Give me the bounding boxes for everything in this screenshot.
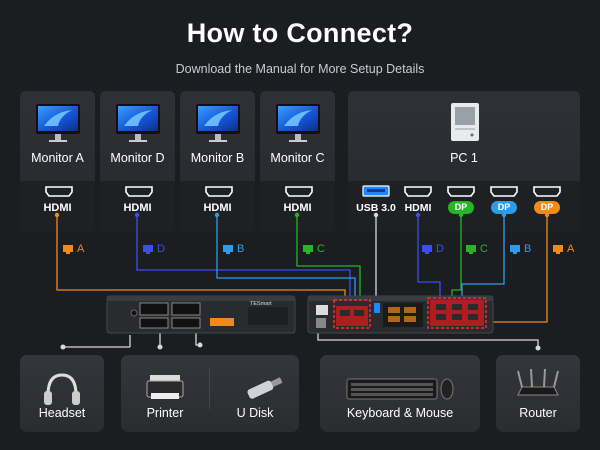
monitor-b-port-label: HDMI xyxy=(203,202,232,214)
router-label: Router xyxy=(519,406,557,420)
printer-icon xyxy=(146,367,210,409)
usb-disk-icon xyxy=(247,377,283,399)
wire-tag-a: A xyxy=(77,243,85,255)
keyboard-mouse-card: Keyboard & Mouse xyxy=(320,355,480,432)
pc-dp-c-port-label: DP xyxy=(448,201,474,214)
udisk-label: U Disk xyxy=(236,406,274,420)
monitor-d-port-label: HDMI xyxy=(123,202,152,214)
pc-wire-tag-d: D xyxy=(436,243,444,255)
keyboard-mouse-label: Keyboard & Mouse xyxy=(346,406,454,420)
wire-tag-b: B xyxy=(237,243,245,255)
headset-card: Headset xyxy=(20,355,104,432)
router-card: Router xyxy=(496,355,580,432)
printer-label: Printer xyxy=(146,406,184,420)
headset-label: Headset xyxy=(38,406,86,420)
monitor-tag-icon xyxy=(63,245,563,254)
kvm-switch-rear xyxy=(307,295,494,334)
pc-wire-tag-b: B xyxy=(524,243,532,255)
monitor-icon xyxy=(276,104,320,142)
pc-tower-icon xyxy=(451,103,479,141)
monitor-c-card xyxy=(260,91,335,232)
page-subtitle: Download the Manual for More Setup Detai… xyxy=(175,62,425,76)
wire-tag-c: C xyxy=(317,243,325,255)
monitor-d-label: Monitor D xyxy=(110,151,165,165)
kvm-brand-label: TESmart xyxy=(250,301,272,307)
monitor-a-label: Monitor A xyxy=(31,151,84,165)
printer-udisk-card: Printer U Disk xyxy=(121,355,299,432)
headset-icon xyxy=(44,373,80,405)
router-icon xyxy=(517,368,559,396)
pc-dp-a-port-label: DP xyxy=(534,201,560,214)
monitor-c-label: Monitor C xyxy=(270,151,325,165)
pc-wire-tag-a: A xyxy=(567,243,575,255)
monitor-a-port-label: HDMI xyxy=(43,202,72,214)
pc-hdmi-port-label: HDMI xyxy=(404,202,432,214)
monitor-b-label: Monitor B xyxy=(190,151,245,165)
keyboard-mouse-icon xyxy=(346,378,454,400)
pc-dp-b-port-label: DP xyxy=(491,201,517,214)
kvm-switch-front xyxy=(106,295,296,334)
hdmi-port-icon xyxy=(45,186,561,197)
monitor-icon xyxy=(36,104,80,142)
pc-wire-tag-c: C xyxy=(480,243,488,255)
usb3-port-icon xyxy=(362,185,390,197)
page-title: How to Connect? xyxy=(186,18,414,48)
monitor-icon xyxy=(116,104,160,142)
wire-tag-d: D xyxy=(157,243,165,255)
pc-label: PC 1 xyxy=(450,151,478,165)
monitor-c-port-label: HDMI xyxy=(283,202,312,214)
monitor-icon xyxy=(196,104,240,142)
pc-usb-port-label: USB 3.0 xyxy=(356,202,396,214)
